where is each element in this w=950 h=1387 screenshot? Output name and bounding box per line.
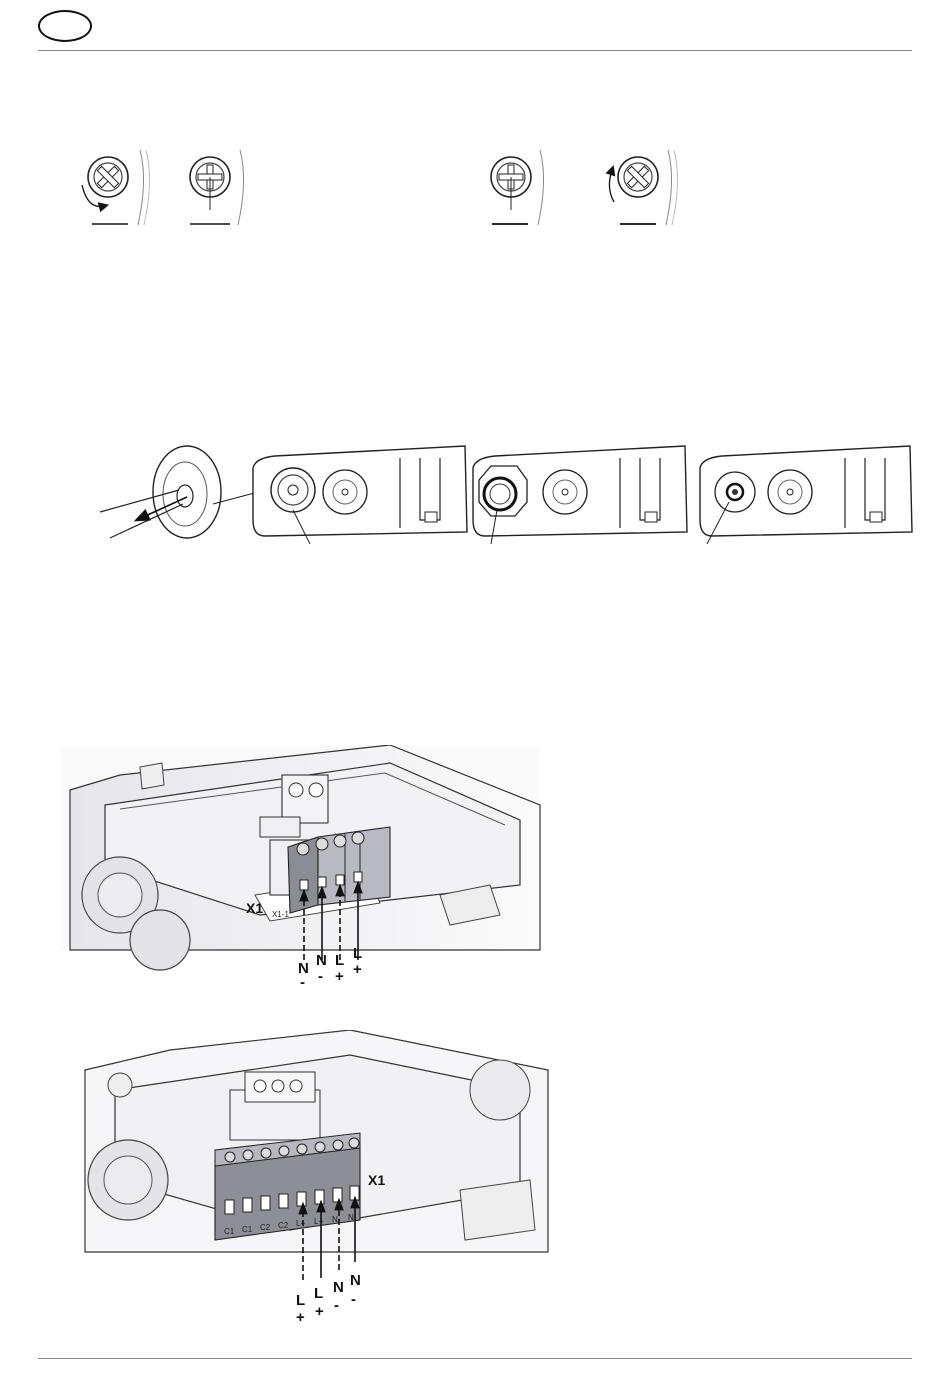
wire-polarity: +: [315, 1303, 324, 1320]
wire-name: N: [350, 1272, 361, 1289]
wire-polarity: +: [335, 968, 344, 985]
wire-polarity: -: [351, 1291, 356, 1308]
housing-grommet-icon: [253, 446, 467, 544]
screw-straight-icon: [190, 150, 244, 225]
pin-mark: L+: [314, 1217, 323, 1226]
terminal-ref: X1-1: [272, 910, 289, 919]
housing-gland-icon: [473, 446, 687, 544]
pin-mark: C1: [224, 1227, 235, 1236]
screw-adjustment-figure: [60, 140, 700, 240]
pin-mark: C2: [260, 1223, 271, 1232]
grommet-cable-icon: [100, 446, 273, 538]
pin-mark: C2: [278, 1221, 289, 1230]
cable-gland-figure: [95, 440, 915, 550]
wiring-figure-1: X1 X1-1 N N L L - - + +: [60, 745, 560, 990]
wire-name: L: [353, 945, 362, 962]
screw-straight-icon: [491, 150, 544, 225]
wire-polarity: +: [296, 1309, 305, 1326]
pin-mark: L+: [296, 1219, 305, 1228]
terminal-name: X1: [368, 1172, 385, 1188]
language-badge: [38, 10, 92, 42]
header-rule: [38, 50, 912, 51]
housing-plug-icon: [700, 446, 912, 544]
wire-polarity: -: [318, 968, 323, 985]
wire-name: L: [314, 1285, 323, 1302]
wiring-figure-2: C1 C1 C2 C2 L+ L+ N- N- X1 L L N N + + -…: [80, 1030, 560, 1330]
wire-polarity: -: [300, 974, 305, 990]
screw-turned-icon: [609, 150, 677, 225]
wire-name: L: [296, 1292, 305, 1309]
wire-name: N: [316, 952, 327, 969]
wire-name: N: [333, 1279, 344, 1296]
wire-name: L: [335, 952, 344, 969]
footer-rule: [38, 1358, 912, 1359]
screw-turned-icon: [82, 150, 150, 225]
wire-polarity: -: [334, 1297, 339, 1314]
wire-polarity: +: [353, 961, 362, 978]
pin-mark: C1: [242, 1225, 253, 1234]
terminal-name: X1: [246, 900, 263, 916]
